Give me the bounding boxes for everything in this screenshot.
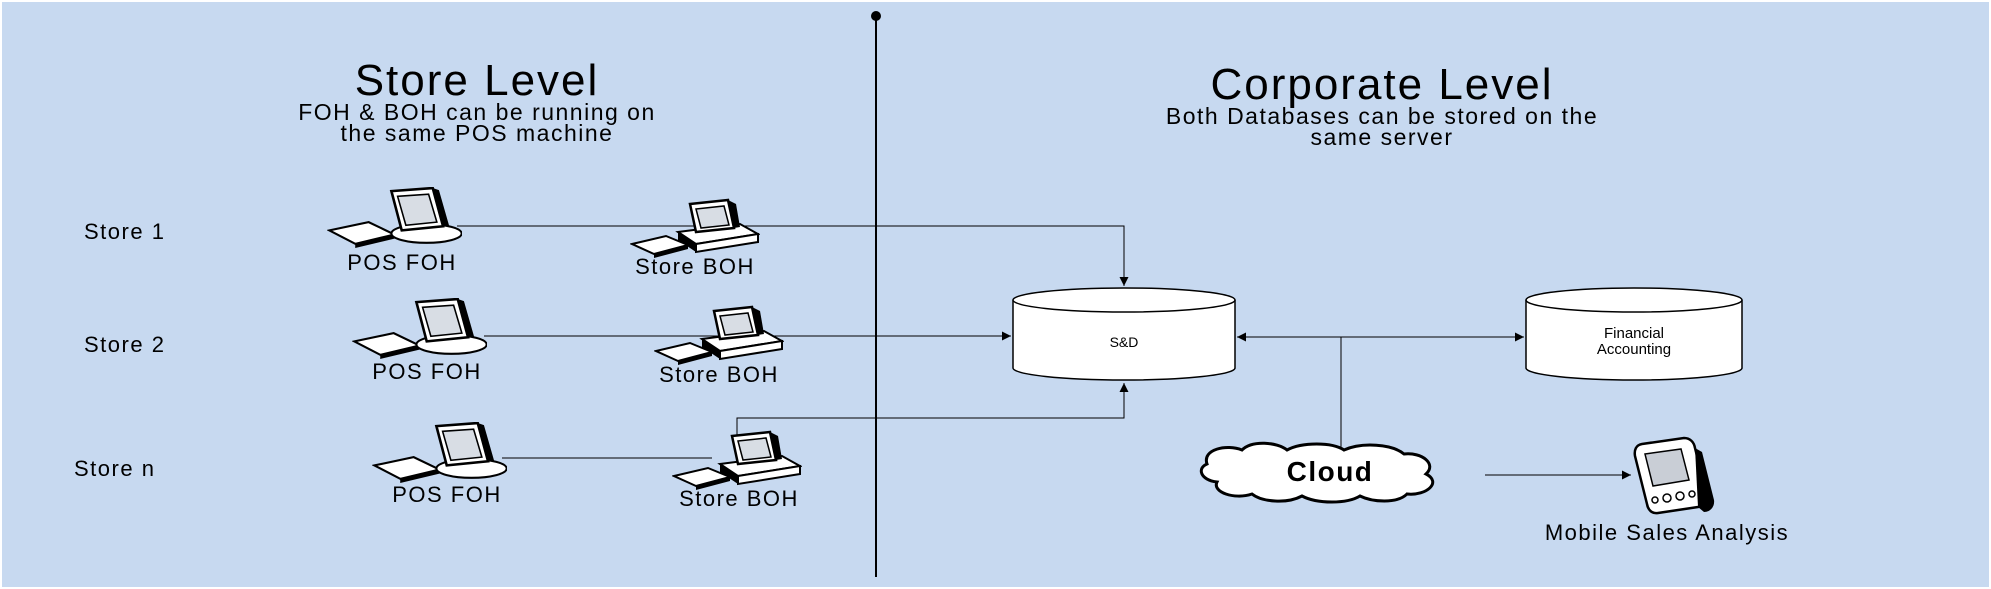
fa-database-icon: [1525, 287, 1743, 381]
store-2-label: Store 2: [84, 332, 166, 357]
store-level-subtitle-line2: the same POS machine: [340, 120, 614, 146]
mobile-sales-analysis-label: Mobile Sales Analysis: [1544, 520, 1790, 545]
connector-store1: [457, 225, 1129, 286]
pos-terminal-icon: [328, 187, 462, 249]
store-2-foh-label: POS FOH: [372, 359, 482, 384]
handheld-device-icon: [1633, 436, 1715, 515]
fa-database-label-line1: Financial: [1603, 325, 1665, 342]
divider-dot: [871, 11, 881, 21]
store-n-foh-label: POS FOH: [392, 482, 502, 507]
store-2-boh-label: Store BOH: [659, 362, 779, 387]
pos-terminal-icon: [353, 298, 487, 360]
cloud-icon: [1199, 441, 1435, 504]
corporate-level-subtitle-line2: same server: [1310, 124, 1454, 150]
corporate-level-subtitle-line1: Both Databases can be stored on the: [1165, 103, 1599, 129]
store-level-subtitle-line1: FOH & BOH can be running on: [298, 99, 656, 125]
sd-database-icon: [1012, 287, 1236, 381]
store-1-foh-label: POS FOH: [347, 250, 457, 275]
connector-storen: [736, 383, 1129, 442]
pos-terminal-icon: [373, 422, 507, 484]
store-level-title: Store Level: [354, 56, 600, 105]
fa-database-label-line2: Accounting: [1596, 341, 1672, 358]
desktop-computer-icon: [630, 198, 760, 258]
corporate-level-title: Corporate Level: [1210, 60, 1554, 109]
store-1-boh-label: Store BOH: [635, 254, 755, 279]
sd-database-label: S&D: [1109, 334, 1139, 350]
cloud-label: Cloud: [1286, 456, 1374, 487]
store-n-label: Store n: [74, 456, 156, 481]
store-1-label: Store 1: [84, 219, 166, 244]
store-n-boh-label: Store BOH: [679, 486, 799, 511]
desktop-computer-icon: [672, 430, 802, 490]
